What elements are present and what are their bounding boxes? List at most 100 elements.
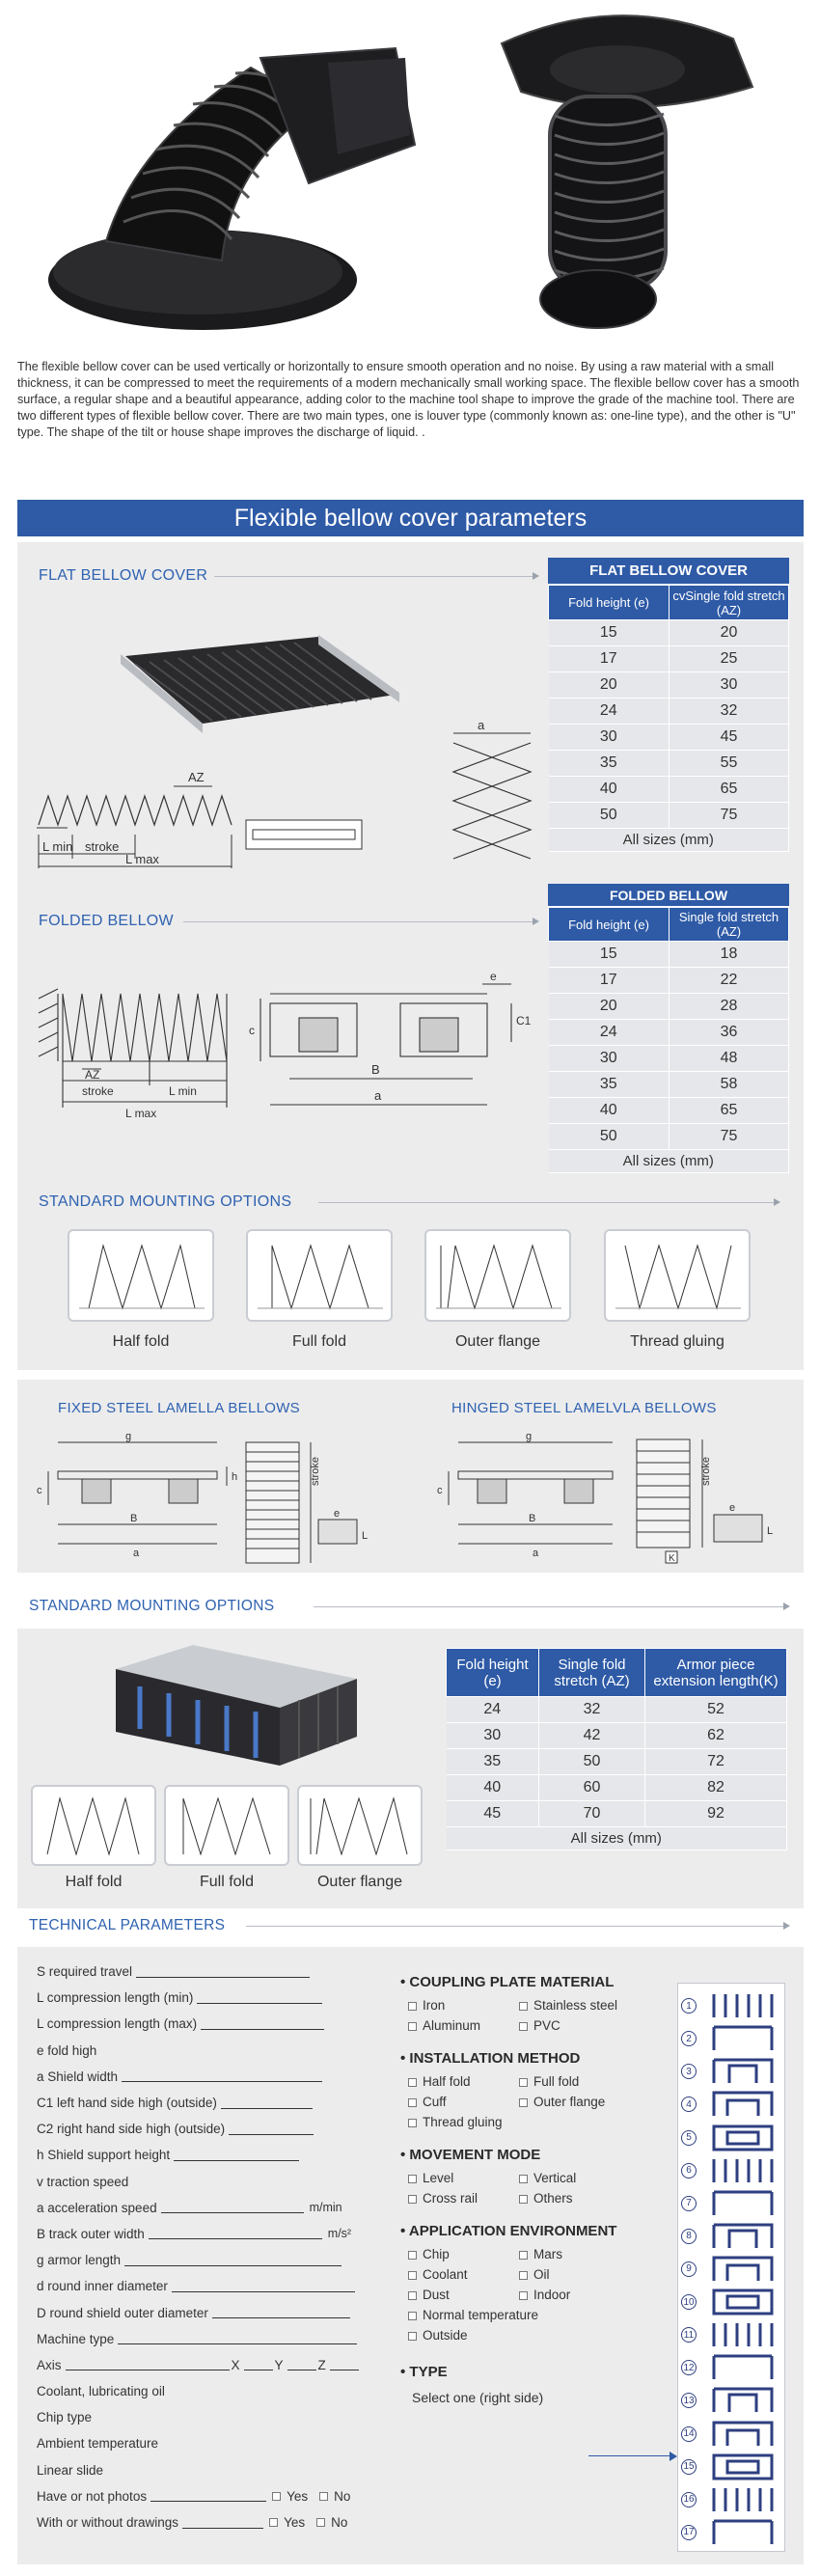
- option-item[interactable]: Level: [408, 2171, 519, 2185]
- option-item[interactable]: Mars: [519, 2247, 644, 2261]
- type-profile-item[interactable]: 6: [681, 2154, 785, 2187]
- type-profile-item[interactable]: 14: [681, 2418, 785, 2451]
- input-line[interactable]: [171, 2281, 355, 2292]
- option-item[interactable]: Half fold: [408, 2074, 519, 2089]
- checkbox[interactable]: [408, 2097, 417, 2107]
- input-line[interactable]: [122, 2070, 323, 2083]
- checkbox[interactable]: [408, 2174, 417, 2183]
- input-line[interactable]: [211, 2307, 350, 2319]
- type-profile-item[interactable]: 11: [681, 2318, 785, 2351]
- no-checkbox[interactable]: [319, 2491, 329, 2501]
- type-profile-item[interactable]: 2: [681, 2022, 785, 2055]
- option-item[interactable]: Normal temperature: [408, 2308, 644, 2322]
- input-line[interactable]: [65, 2359, 230, 2371]
- option-item[interactable]: PVC: [519, 2018, 644, 2033]
- type-profile-item[interactable]: 1: [681, 1989, 785, 2022]
- option-item[interactable]: Aluminum: [408, 2018, 519, 2033]
- type-profile-item[interactable]: 8: [681, 2220, 785, 2253]
- input-line[interactable]: [118, 2333, 358, 2345]
- input-line[interactable]: [174, 2150, 300, 2161]
- input-line[interactable]: [229, 2124, 314, 2135]
- option-item[interactable]: Stainless steel: [519, 1998, 644, 2013]
- input-line[interactable]: [197, 1992, 323, 2004]
- mounting-options-title-2: STANDARD MOUNTING OPTIONS: [29, 1598, 275, 1614]
- type-profile-item[interactable]: 15: [681, 2451, 785, 2483]
- input-line[interactable]: [243, 2359, 273, 2371]
- type-profile-item[interactable]: 9: [681, 2253, 785, 2286]
- type-profile-item[interactable]: 7: [681, 2187, 785, 2220]
- svg-text:c: c: [37, 1485, 42, 1496]
- type-profile-item[interactable]: 4: [681, 2088, 785, 2121]
- input-line[interactable]: [329, 2359, 359, 2371]
- option-item[interactable]: Vertical: [519, 2171, 644, 2185]
- option-item[interactable]: Oil: [519, 2267, 644, 2282]
- form-row: Coolant, lubricating oil: [37, 2384, 165, 2399]
- column-header: Armor piece extension length(K): [644, 1648, 787, 1697]
- no-checkbox[interactable]: [316, 2518, 326, 2528]
- type-profile-item[interactable]: 17: [681, 2516, 785, 2549]
- svg-text:c: c: [249, 1024, 255, 1037]
- folded-bellow-drawings: AZ stroke L min L max c e C1 B a: [38, 970, 532, 1120]
- checkbox[interactable]: [408, 2311, 417, 2320]
- checkbox[interactable]: [519, 2270, 528, 2280]
- checkbox[interactable]: [519, 2194, 528, 2204]
- option-item[interactable]: Full fold: [519, 2074, 644, 2089]
- input-line[interactable]: [148, 2228, 322, 2240]
- option-item[interactable]: Cuff: [408, 2095, 519, 2109]
- checkbox[interactable]: [519, 2097, 528, 2107]
- type-profile-item[interactable]: 12: [681, 2351, 785, 2384]
- checkbox[interactable]: [519, 2077, 528, 2087]
- type-profile-item[interactable]: 5: [681, 2121, 785, 2153]
- half-fold-option-image: [31, 1785, 156, 1866]
- checkbox[interactable]: [408, 2021, 417, 2031]
- checkbox[interactable]: [408, 2331, 417, 2341]
- option-item[interactable]: Iron: [408, 1998, 519, 2013]
- fixed-lamella-drawing: g c h B a stroke e L: [37, 1431, 368, 1564]
- checkbox[interactable]: [408, 2118, 417, 2127]
- checkbox[interactable]: [408, 2194, 417, 2204]
- input-line[interactable]: [150, 2490, 267, 2503]
- input-line[interactable]: [124, 2255, 342, 2266]
- checkbox[interactable]: [519, 2021, 528, 2031]
- type-profile-item[interactable]: 10: [681, 2286, 785, 2318]
- option-item[interactable]: Indoor: [519, 2288, 644, 2302]
- checkbox[interactable]: [519, 2250, 528, 2260]
- option-item[interactable]: Outside: [408, 2328, 519, 2343]
- checkbox[interactable]: [408, 2270, 417, 2280]
- profile-shape-icon: [712, 2223, 774, 2248]
- input-line[interactable]: [182, 2517, 264, 2529]
- input-line[interactable]: [136, 1966, 311, 1978]
- profile-shape-icon: [712, 1994, 774, 2018]
- checkbox[interactable]: [519, 2290, 528, 2300]
- profile-shape-icon: [712, 2453, 774, 2480]
- input-line[interactable]: [287, 2359, 316, 2371]
- option-item[interactable]: Coolant: [408, 2267, 519, 2282]
- checkbox[interactable]: [408, 2250, 417, 2260]
- type-profile-item[interactable]: 13: [681, 2384, 785, 2417]
- option-item[interactable]: Others: [519, 2191, 644, 2206]
- option-item[interactable]: Outer flange: [519, 2095, 644, 2109]
- checkbox[interactable]: [408, 2077, 417, 2087]
- input-line[interactable]: [201, 2018, 325, 2030]
- option-item[interactable]: Chip: [408, 2247, 519, 2261]
- type-profile-item[interactable]: 16: [681, 2483, 785, 2516]
- yes-checkbox[interactable]: [269, 2518, 279, 2528]
- type-profile-item[interactable]: 3: [681, 2055, 785, 2088]
- option-item[interactable]: Thread gluing: [408, 2115, 519, 2129]
- form-row: d round inner diameter: [37, 2273, 384, 2299]
- input-line[interactable]: [160, 2202, 304, 2214]
- checkbox[interactable]: [408, 2001, 417, 2011]
- option-item[interactable]: Cross rail: [408, 2191, 519, 2206]
- checkbox[interactable]: [408, 2290, 417, 2300]
- intro-paragraph: The flexible bellow cover can be used ve…: [17, 360, 800, 439]
- input-line[interactable]: [220, 2097, 313, 2109]
- checkbox[interactable]: [519, 2174, 528, 2183]
- checkbox[interactable]: [519, 2001, 528, 2011]
- yes-checkbox[interactable]: [272, 2491, 282, 2501]
- option-item[interactable]: Dust: [408, 2288, 519, 2302]
